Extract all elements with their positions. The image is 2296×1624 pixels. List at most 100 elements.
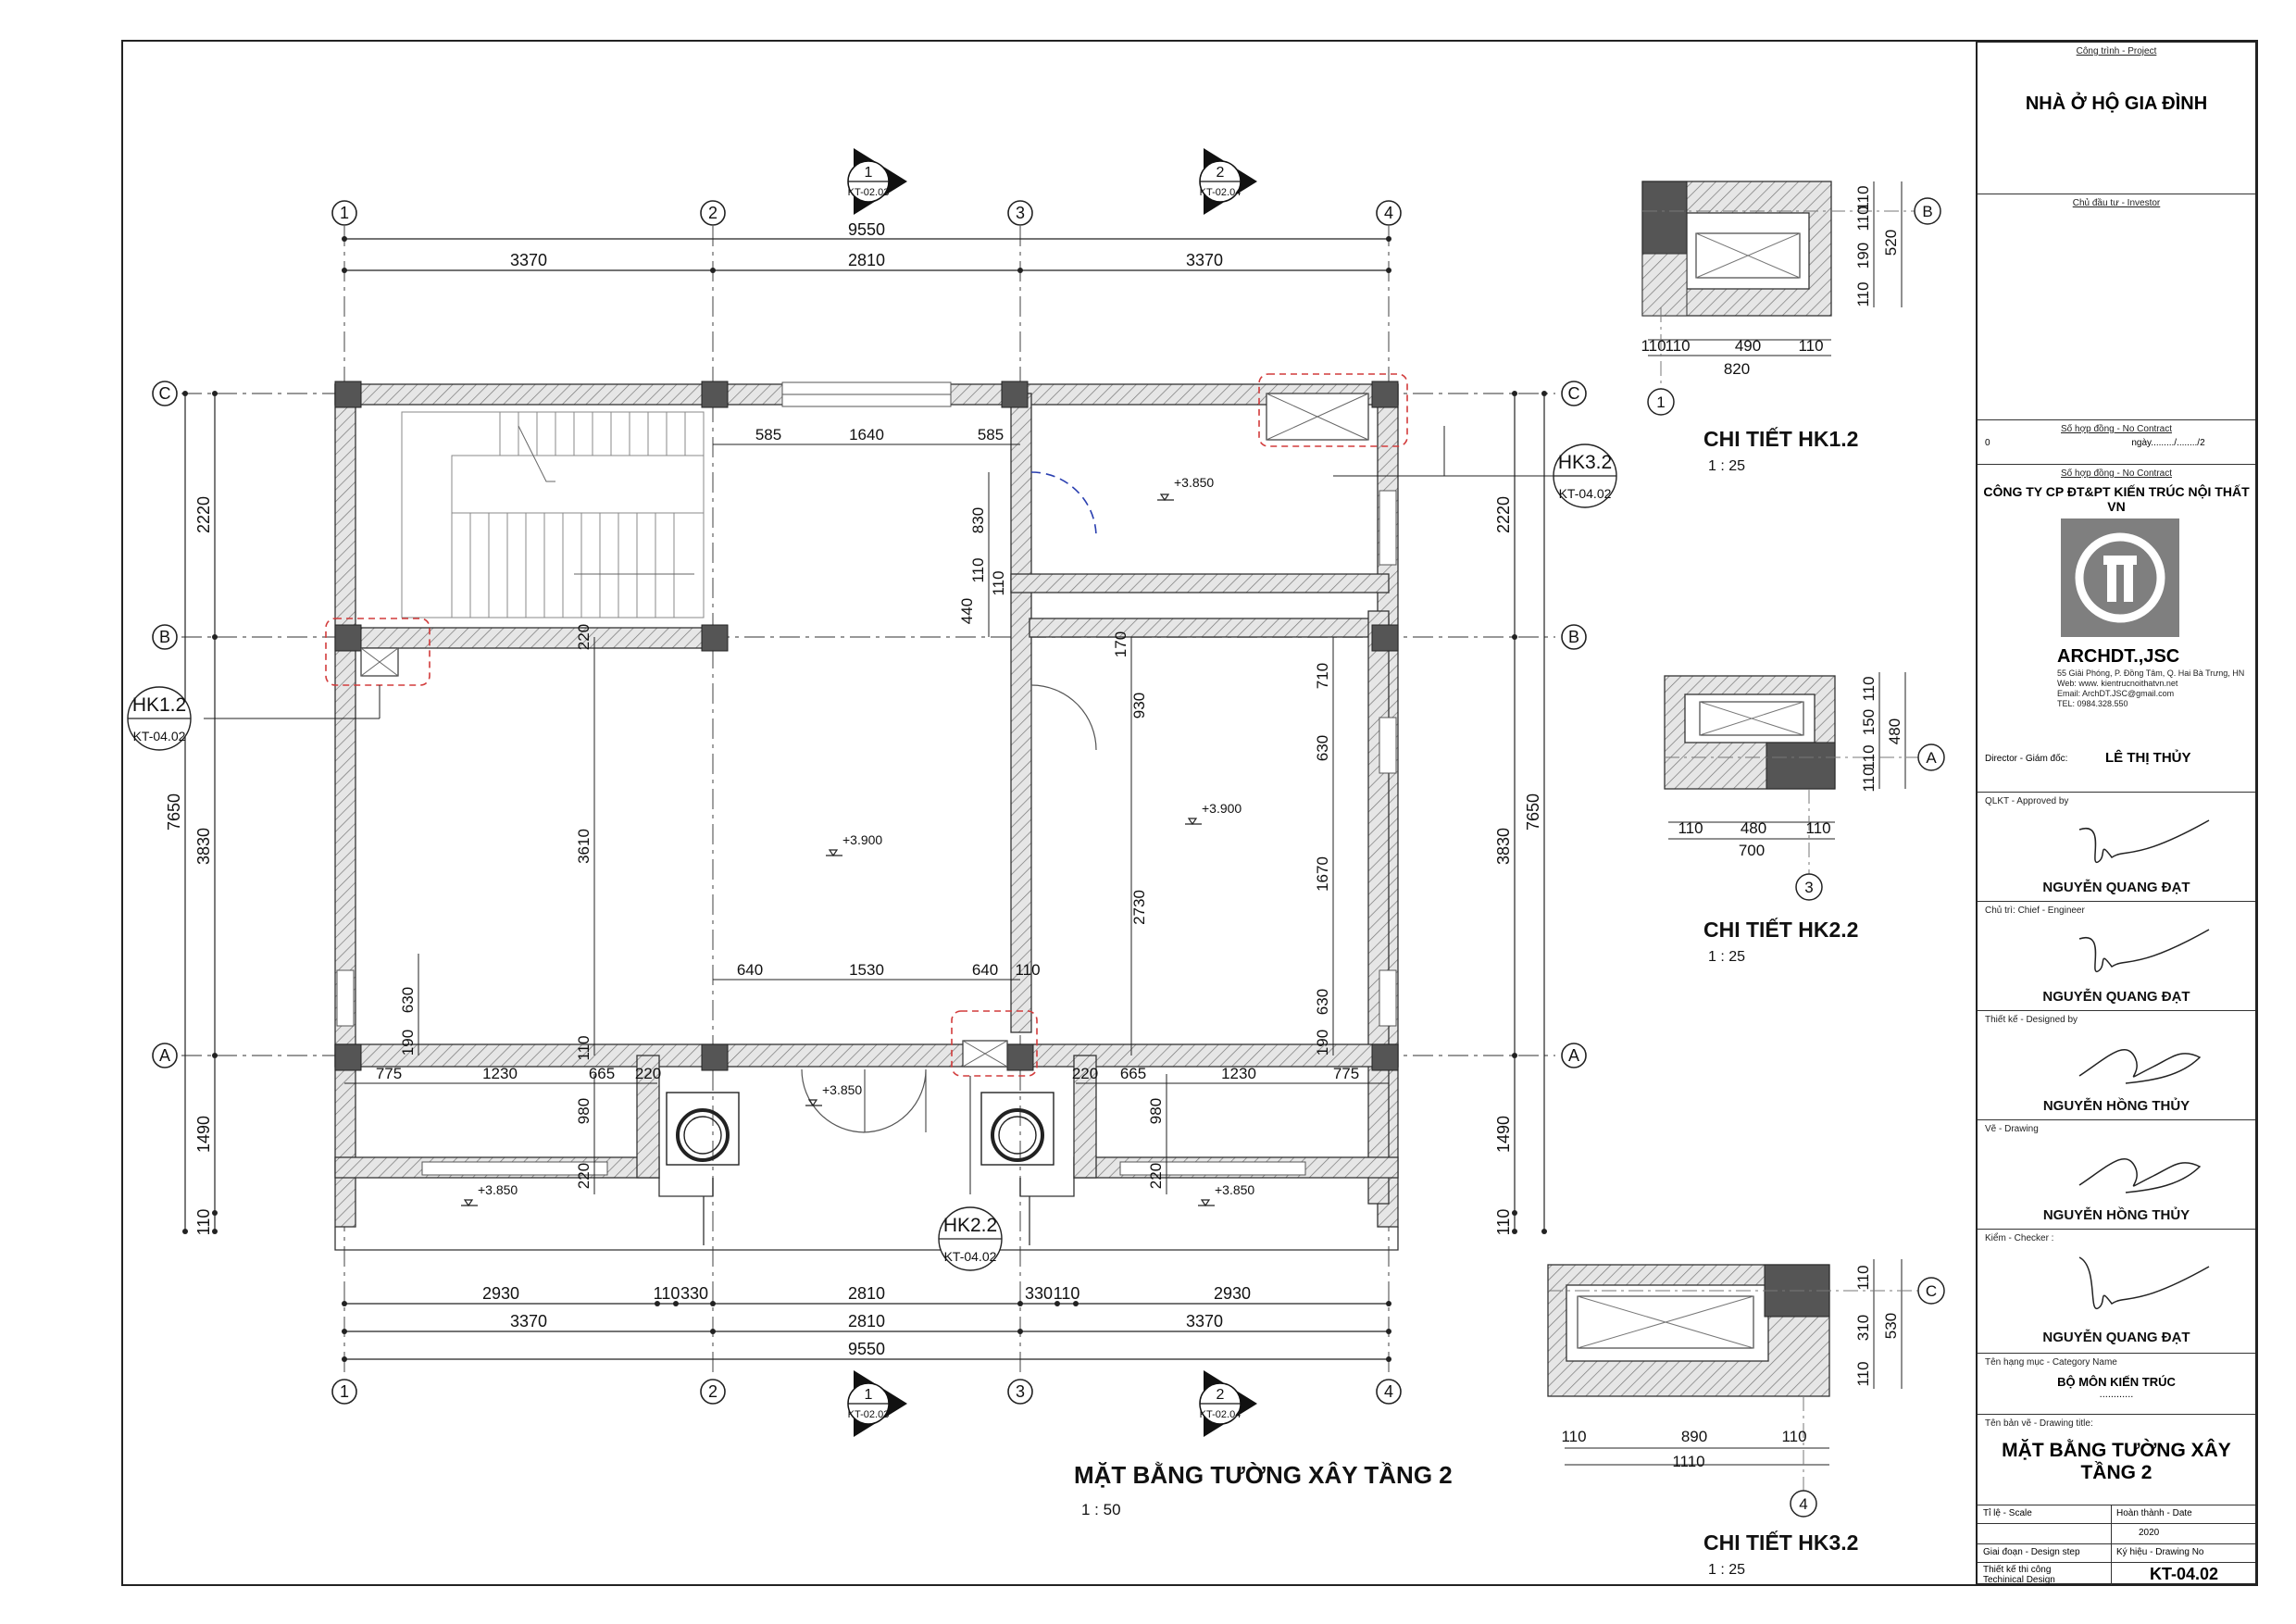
dim-top-2: 2810 bbox=[848, 251, 885, 269]
project-name: NHÀ Ở HỘ GIA ĐÌNH bbox=[2025, 94, 2208, 114]
dim-left-room-3: 630 bbox=[399, 987, 417, 1013]
scale-caption: Tỉ lệ - Scale bbox=[1983, 1508, 2032, 1518]
detail1-axis-h: 1 bbox=[1656, 394, 1665, 411]
date-value: 2020 bbox=[2139, 1528, 2160, 1538]
svg-text:1: 1 bbox=[865, 165, 873, 181]
drawing-no-caption: Ký hiệu - Drawing No bbox=[2116, 1547, 2204, 1557]
detail2-dim-h2: 480 bbox=[1741, 819, 1766, 837]
dim-bv-2: 220 bbox=[575, 1163, 593, 1189]
contract-cell: Số hợp đồng - No Contract 0 ngày........… bbox=[1978, 420, 2255, 465]
dim-open-3: 585 bbox=[978, 426, 1004, 443]
detail1-dim-v4: 110 bbox=[1854, 281, 1872, 306]
detail3-dim-v2: 310 bbox=[1854, 1315, 1872, 1341]
detail3-scale: 1 : 25 bbox=[1708, 1562, 1745, 1578]
detail2-scale: 1 : 25 bbox=[1708, 949, 1745, 965]
svg-text:KT-02.03: KT-02.03 bbox=[848, 1409, 890, 1420]
drawing-title-line2: TẦNG 2 bbox=[2080, 1462, 2152, 1483]
detail1-total-h: 820 bbox=[1724, 360, 1750, 378]
contract-caption-2: Số hợp đồng - No Contract bbox=[2061, 468, 2172, 479]
detail2-total-v: 480 bbox=[1886, 718, 1903, 744]
checker-caption: Kiểm - Checker : bbox=[1985, 1233, 2054, 1243]
approved-name: NGUYỄN QUANG ĐẠT bbox=[2042, 880, 2190, 895]
detail2-axis-v: A bbox=[1926, 749, 1937, 767]
designed-caption: Thiết kế - Designed by bbox=[1985, 1015, 2078, 1025]
drawing-title-line1: MẶT BẰNG TƯỜNG XÂY bbox=[2002, 1440, 2231, 1461]
contract-no: 0 bbox=[1985, 438, 1990, 448]
section-mark-1-top[interactable]: 1 KT-02.03 bbox=[847, 148, 907, 215]
dim-left-room-1: 220 bbox=[575, 624, 593, 650]
grid-bubbles bbox=[152, 200, 1587, 1405]
category-cell: Tên hạng mục - Category Name BỘ MÔN KIẾN… bbox=[1978, 1354, 2255, 1415]
detail3-dim-h1: 110 bbox=[1561, 1428, 1586, 1445]
detail1-dim-v2: 110 bbox=[1854, 206, 1872, 231]
date-caption: Hoàn thành - Date bbox=[2116, 1508, 2192, 1518]
detail3-dim-h2: 890 bbox=[1681, 1428, 1707, 1445]
company-tel: TEL: 0984.328.550 bbox=[2057, 699, 2128, 708]
dim-left-room-4: 190 bbox=[399, 1030, 417, 1056]
dim-bv-4: 220 bbox=[1147, 1163, 1165, 1189]
callout-hk22[interactable]: HK2.2 KT-04.02 bbox=[938, 1076, 1003, 1271]
date-row: 2020 bbox=[1978, 1524, 2255, 1544]
detail2-dim-v2: 150 bbox=[1860, 709, 1878, 735]
detail-hk22 bbox=[1664, 672, 1945, 901]
company-cell: Số hợp đồng - No Contract CÔNG TY CP ĐT&… bbox=[1978, 465, 2255, 793]
detail3-total-h: 1110 bbox=[1672, 1453, 1704, 1470]
checker-name: NGUYỄN QUANG ĐẠT bbox=[2042, 1330, 2190, 1345]
grid-row-b-left: B bbox=[159, 628, 170, 646]
company-email: Email: ArchDT.JSC@gmail.com bbox=[2057, 689, 2175, 698]
plan-scale: 1 : 50 bbox=[1081, 1501, 1121, 1518]
grid-row-c-right: C bbox=[1568, 384, 1580, 403]
dim-left-1: 2220 bbox=[194, 496, 213, 533]
investor-cell: Chủ đầu tư - Investor bbox=[1978, 194, 2255, 420]
designed-name: NGUYỄN HỒNG THỦY bbox=[2042, 1098, 2190, 1114]
detail3-axis-h: 4 bbox=[1799, 1495, 1807, 1513]
dim-right-room-1: 170 bbox=[1112, 631, 1129, 657]
dim-right-room-4: 630 bbox=[1314, 735, 1331, 761]
detail1-total-v: 520 bbox=[1882, 230, 1900, 256]
level-marker: +3.850 bbox=[822, 1082, 862, 1097]
dim-bottom-detail-5: 330 bbox=[1025, 1284, 1053, 1303]
detail1-scale: 1 : 25 bbox=[1708, 458, 1745, 474]
grid-col-3-bottom: 3 bbox=[1016, 1382, 1025, 1401]
company-web: Web: www. kientrucnoithatvn.net bbox=[2057, 679, 2178, 688]
section-mark-2-bottom[interactable]: 2 KT-02.04 bbox=[1199, 1370, 1257, 1437]
detail2-title: CHI TIẾT HK2.2 bbox=[1703, 917, 1858, 942]
dim-right-4: 110 bbox=[1494, 1209, 1513, 1236]
director-caption: Director - Giám đốc: bbox=[1985, 754, 2068, 764]
dim-bv-1: 980 bbox=[575, 1098, 593, 1124]
svg-text:KT-02.04: KT-02.04 bbox=[1200, 1409, 1242, 1420]
detail2-dim-v4: 110 bbox=[1860, 767, 1878, 792]
detail1-dim-h2: 110 bbox=[1665, 337, 1690, 355]
svg-text:KT-04.02: KT-04.02 bbox=[944, 1249, 997, 1264]
project-caption: Công trình - Project bbox=[2076, 46, 2157, 56]
detail1-dim-h4: 110 bbox=[1798, 337, 1823, 355]
dim-br-2: 665 bbox=[1120, 1065, 1146, 1082]
drawing-cell: Vẽ - Drawing NGUYỄN HỒNG THỦY bbox=[1978, 1120, 2255, 1230]
detail1-dim-h1: 110 bbox=[1641, 337, 1666, 355]
detail-hk12 bbox=[1641, 181, 1941, 416]
category-caption: Tên hạng mục - Category Name bbox=[1985, 1357, 2117, 1368]
dim-right-room-3: 930 bbox=[1130, 693, 1148, 718]
dim-right-room-2: 710 bbox=[1314, 663, 1331, 689]
svg-text:KT-02.03: KT-02.03 bbox=[848, 187, 890, 198]
step-row: Giai đoạn - Design step Ký hiệu - Drawin… bbox=[1978, 1544, 2255, 1563]
callout-hk12[interactable]: HK1.2 KT-04.02 bbox=[127, 685, 381, 751]
svg-text:KT-04.02: KT-04.02 bbox=[1559, 486, 1612, 501]
detail1-dim-v1: 110 bbox=[1854, 185, 1872, 210]
chief-cell: Chủ trì: Chief - Engineer NGUYỄN QUANG Đ… bbox=[1978, 902, 2255, 1011]
director-name: LÊ THỊ THỦY bbox=[2105, 750, 2191, 766]
callout-hk32[interactable]: HK3.2 KT-04.02 bbox=[1333, 426, 1617, 508]
floor-plan bbox=[325, 373, 1408, 1251]
section-mark-1-bottom[interactable]: 1 KT-02.03 bbox=[847, 1370, 907, 1437]
dim-br-4: 775 bbox=[1333, 1065, 1359, 1082]
signature-icon bbox=[2078, 819, 2210, 863]
section-mark-2-top[interactable]: 2 KT-02.04 bbox=[1199, 148, 1257, 215]
detail3-title: CHI TIẾT HK3.2 bbox=[1703, 1530, 1858, 1555]
grid-row-b-right: B bbox=[1568, 628, 1579, 646]
dim-bottom-total: 9550 bbox=[848, 1340, 885, 1358]
dim-right-2: 3830 bbox=[1494, 828, 1513, 865]
checker-cell: Kiểm - Checker : NGUYỄN QUANG ĐẠT bbox=[1978, 1230, 2255, 1354]
detail2-dim-v3: 110 bbox=[1860, 744, 1878, 769]
dim-mid-2: 1530 bbox=[849, 961, 884, 979]
